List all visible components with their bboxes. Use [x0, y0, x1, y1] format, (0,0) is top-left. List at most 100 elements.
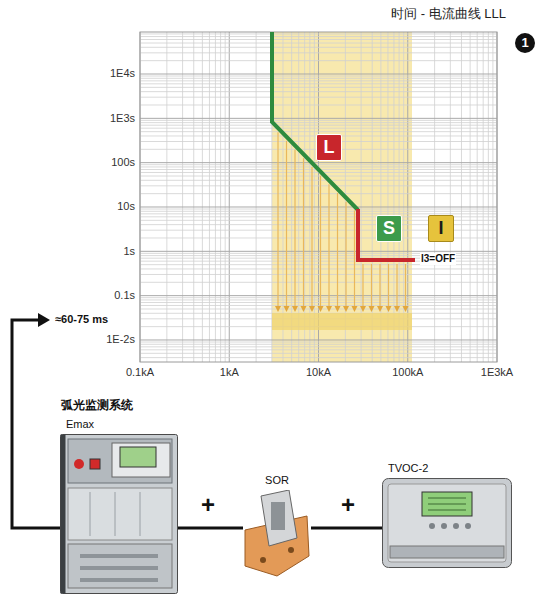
grid-line — [140, 104, 497, 105]
panel-line — [90, 492, 91, 536]
axis-label: 1E-2s — [105, 333, 136, 346]
grid-line — [202, 32, 203, 362]
trip-arrow-line — [388, 264, 389, 308]
plot-frame — [140, 32, 497, 362]
screen-line — [428, 504, 466, 505]
grid-line — [140, 87, 497, 88]
grid-line — [140, 131, 497, 132]
cabinet-side — [61, 435, 66, 594]
grid-line — [483, 32, 484, 362]
grid-line — [140, 339, 497, 340]
time-note: ≈60-75 ms — [54, 313, 109, 326]
feedback-wire — [12, 320, 60, 528]
key — [453, 523, 459, 529]
device-illustration — [243, 490, 311, 580]
grid-line — [140, 80, 497, 81]
grid-line — [318, 32, 319, 362]
trip-arrow-line — [379, 264, 380, 308]
wire-connector — [178, 527, 243, 530]
drawer-slot — [80, 578, 158, 582]
setting-note: I3=OFF — [420, 253, 456, 265]
grid-line — [140, 176, 497, 177]
grid-line — [140, 91, 497, 92]
zone-tag: L — [316, 134, 342, 161]
grid-line — [140, 83, 497, 84]
axis-label: 1kA — [219, 366, 240, 379]
grid-line — [140, 305, 497, 306]
grid-line — [140, 308, 497, 309]
grid-line — [140, 47, 497, 48]
trip-arrow-line — [345, 202, 346, 308]
grid-line — [209, 32, 210, 362]
shunt-release-device: SOR — [243, 474, 311, 580]
grid-line — [140, 52, 497, 53]
grid-line — [140, 295, 497, 296]
grid-line — [140, 344, 497, 345]
grid-line — [166, 32, 167, 362]
long-time-curve — [272, 32, 358, 210]
grid-line — [140, 120, 497, 121]
short-time-curve — [358, 209, 415, 260]
axis-label: 0.1s — [113, 289, 136, 302]
grid — [140, 32, 497, 362]
housing — [383, 479, 512, 568]
top-panel — [68, 439, 172, 483]
key — [429, 523, 435, 529]
grid-line — [220, 32, 221, 362]
grid-line — [470, 32, 471, 362]
grid-line — [140, 125, 497, 126]
trip-arrow-head — [352, 306, 358, 312]
trip-arrow-head — [275, 306, 281, 312]
off-button — [74, 459, 84, 469]
trip-arrow-line — [311, 167, 312, 308]
grid-line — [361, 32, 362, 362]
terminal — [260, 557, 266, 563]
grid-line — [380, 32, 381, 362]
trip-arrow-head — [377, 306, 383, 312]
grid-line — [298, 32, 299, 362]
terminal-strip — [390, 546, 504, 558]
trip-arrow-head — [309, 306, 315, 312]
axis-label: 100s — [110, 156, 136, 169]
trip-arrow-head — [284, 306, 290, 312]
axis-label: 1E3s — [109, 112, 136, 125]
zone-letter: L — [324, 137, 335, 158]
device-name: Emax — [60, 418, 178, 431]
grid-line — [140, 268, 497, 269]
trip-arrow-line — [362, 264, 363, 308]
grid-line — [140, 97, 497, 98]
instantaneous-zone — [272, 32, 412, 362]
grid-line — [140, 251, 497, 252]
grid-line — [399, 32, 400, 362]
grid-line — [140, 353, 497, 354]
grid-line — [309, 32, 310, 362]
trip-arrow-line — [371, 264, 372, 308]
grid-line — [140, 297, 497, 298]
trip-arrow-line — [294, 150, 295, 308]
release-coil — [261, 490, 297, 546]
grid-line — [193, 32, 194, 362]
system-name: 弧光监测系统 — [60, 398, 134, 412]
grid-line — [225, 32, 226, 362]
trip-arrow-head — [360, 306, 366, 312]
device-illustration — [60, 434, 178, 594]
trip-arrow-head — [301, 306, 307, 312]
callout-circle — [515, 33, 535, 53]
grid-line — [140, 349, 497, 350]
grid-line — [140, 180, 497, 181]
panel-line — [115, 492, 116, 536]
grid-line — [140, 342, 497, 343]
grid-line — [140, 43, 497, 44]
grid-line — [182, 32, 183, 362]
trip-arrow-head — [292, 306, 298, 312]
grid-line — [140, 274, 497, 275]
trip-arrow-line — [320, 176, 321, 308]
key — [441, 523, 447, 529]
callout-number: 1 — [520, 35, 529, 51]
grid-line — [140, 346, 497, 347]
trip-arrow-line — [328, 184, 329, 308]
grid-line — [140, 193, 497, 194]
grid-line — [140, 299, 497, 300]
grid-line — [450, 32, 451, 362]
grid-line — [229, 32, 230, 362]
